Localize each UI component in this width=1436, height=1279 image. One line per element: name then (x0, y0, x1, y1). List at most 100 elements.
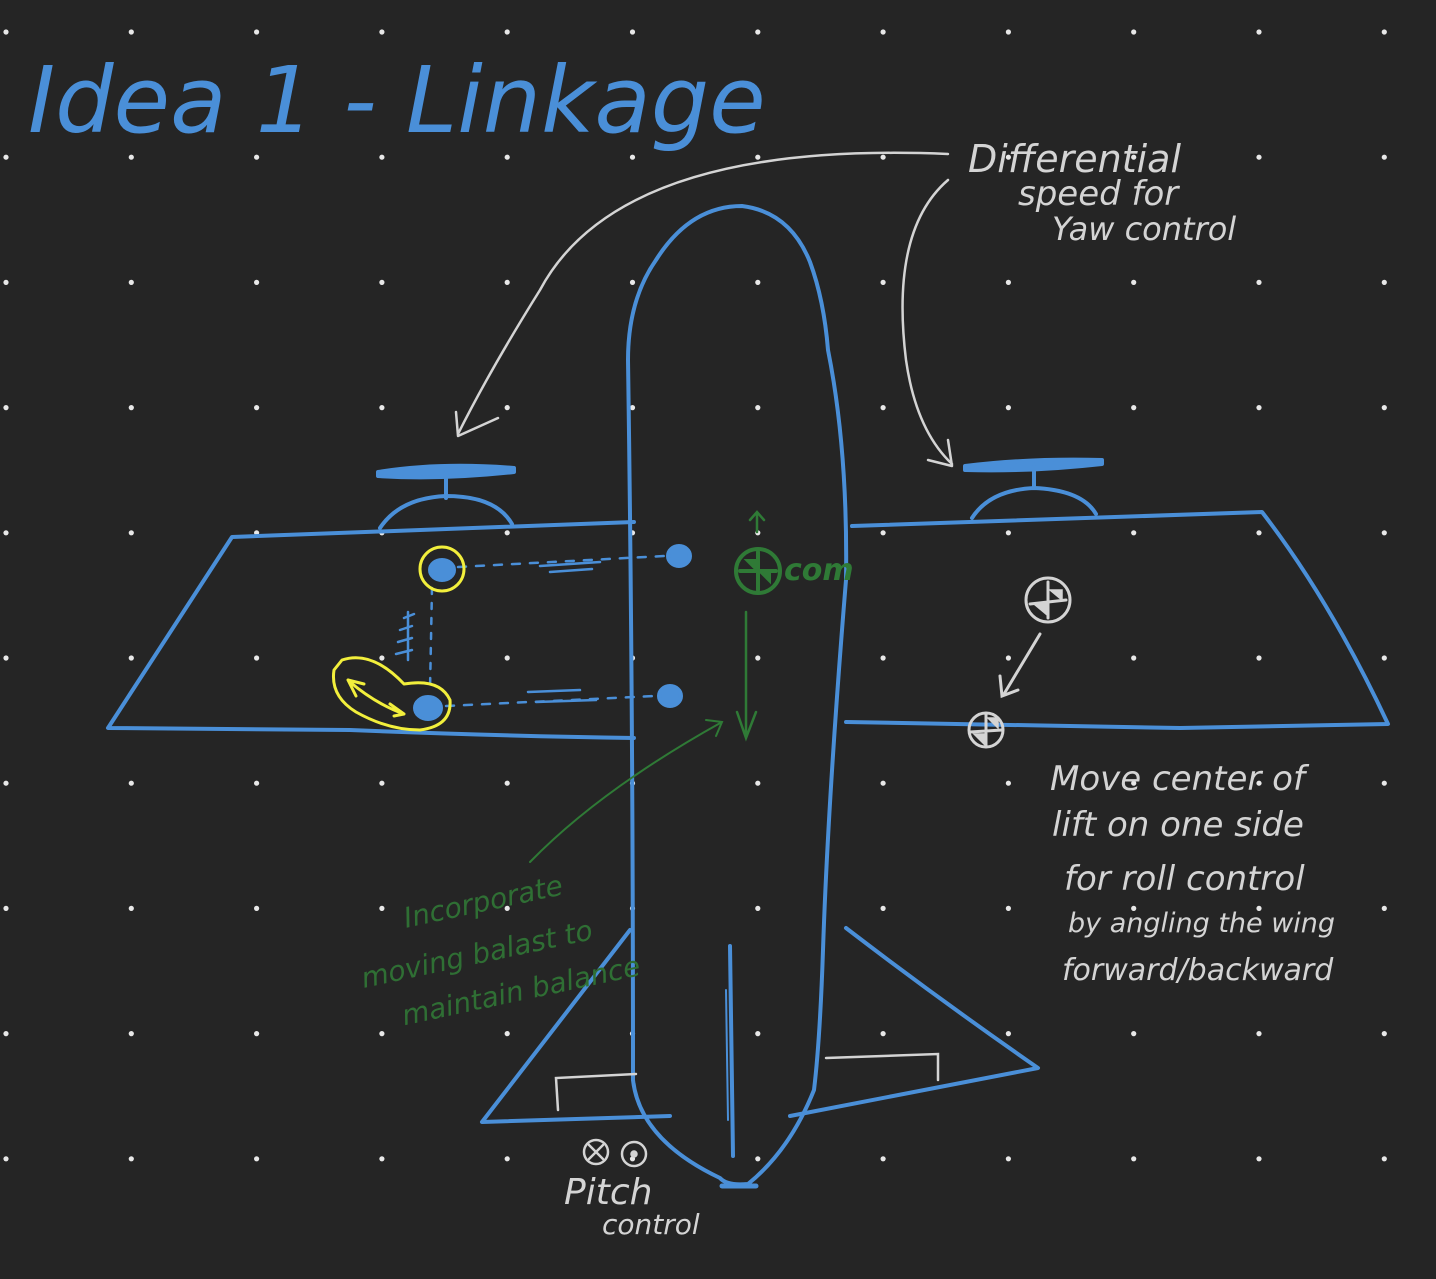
grid-dot (880, 1031, 886, 1037)
grid-dot (1256, 655, 1262, 661)
grid-dot (755, 1156, 761, 1162)
grid-dot (254, 279, 260, 285)
left-wing (106, 520, 636, 740)
pitch-line-2: control (602, 1208, 700, 1241)
grid-dot (379, 405, 385, 411)
grid-dot (629, 154, 636, 160)
linkage-rod-vertical (428, 586, 434, 692)
grid-dot (3, 1031, 9, 1037)
aircraft-sketch (106, 204, 1390, 1189)
grid-dot (1005, 405, 1012, 411)
grid-dot (128, 405, 134, 411)
grid-dot (379, 279, 385, 285)
grid-dot (504, 405, 510, 411)
grid-dot (1131, 405, 1137, 411)
pitch-symbols (582, 1138, 648, 1168)
grid-dot (254, 1031, 260, 1037)
pitch-line-1: Pitch (564, 1172, 652, 1213)
grid-dot (1131, 905, 1137, 912)
grid-dot (1381, 29, 1387, 35)
grid-dot (379, 655, 385, 661)
grid-dot (880, 655, 886, 661)
grid-dot (1005, 780, 1012, 786)
dot-grid (3, 29, 1387, 1162)
grid-dot (755, 279, 761, 285)
grid-dot (880, 530, 886, 536)
grid-dot (128, 29, 134, 35)
grid-dot (1131, 530, 1137, 536)
grid-dot (504, 1031, 510, 1037)
grid-dot (880, 154, 886, 160)
grid-dot (128, 154, 134, 160)
roll-line-4: by angling the wing (1068, 908, 1335, 939)
grid-dot (1005, 279, 1012, 285)
grid-dot (254, 154, 260, 160)
grid-dot (629, 279, 636, 285)
grid-dot (1131, 655, 1137, 661)
grid-dot (1381, 279, 1387, 285)
grid-dot (3, 29, 9, 35)
grid-dot (1005, 29, 1012, 35)
grid-dot (379, 1156, 385, 1162)
roll-line-2: lift on one side (1052, 805, 1304, 845)
grid-dot (128, 780, 134, 786)
grid-dot (254, 780, 260, 786)
grid-dot (1381, 154, 1387, 160)
grid-dot (128, 655, 134, 661)
right-tail-fin (788, 926, 1040, 1118)
grid-dot (379, 154, 385, 160)
grid-dot (3, 905, 9, 912)
fuselage-pivot-upper (666, 544, 692, 568)
grid-dot (755, 1031, 761, 1037)
grid-dot (504, 29, 510, 35)
grid-dot (629, 405, 636, 411)
roll-line-3: for roll control (1064, 859, 1305, 899)
grid-dot (379, 905, 385, 912)
grid-dot (1381, 405, 1387, 411)
linkage-pivot-lower (413, 695, 443, 721)
grid-dot (254, 905, 260, 912)
grid-dot (504, 279, 510, 285)
grid-dot (1005, 154, 1012, 160)
grid-dot (1005, 655, 1012, 661)
fuselage (626, 204, 849, 1187)
yaw-line-3: Yaw control (1052, 210, 1236, 248)
grid-dot (1005, 905, 1012, 912)
grid-dot (755, 780, 761, 786)
grid-dot (3, 655, 9, 661)
grid-dot (1131, 1031, 1137, 1037)
grid-dot (504, 655, 510, 661)
grid-dot (254, 655, 260, 661)
roll-line-5: forward/backward (1062, 953, 1334, 988)
grid-dot (128, 1031, 134, 1037)
grid-dot (1256, 154, 1262, 160)
grid-dot (1131, 1156, 1137, 1162)
ballast-highlight (331, 545, 466, 732)
grid-dot (629, 29, 636, 35)
linkage-rod-lower (444, 694, 657, 708)
lift-shift-arrow (998, 632, 1042, 699)
grid-dot (3, 530, 9, 536)
grid-dot (504, 530, 510, 536)
grid-dot (880, 405, 886, 411)
grid-dot (755, 29, 761, 35)
left-tail-fin (480, 928, 672, 1124)
lift-center-original (1024, 576, 1072, 624)
grid-dot (3, 1156, 9, 1162)
grid-dot (379, 1031, 385, 1037)
yaw-arrows (454, 151, 954, 468)
grid-dot (504, 905, 510, 912)
grid-dot (254, 29, 260, 35)
yaw-arrow-right (901, 178, 954, 468)
yaw-line-2: speed for (1018, 174, 1180, 214)
grid-dot (1131, 154, 1137, 160)
spring (394, 610, 416, 662)
grid-dot (379, 29, 385, 35)
grid-dot (1381, 905, 1387, 912)
grid-dot (1005, 1156, 1012, 1162)
linkage-pivot-upper (428, 558, 456, 582)
grid-dot (3, 154, 9, 160)
grid-dot (1381, 655, 1387, 661)
page-title: Idea 1 - Linkage (28, 47, 766, 154)
elevator-left (554, 1072, 638, 1112)
